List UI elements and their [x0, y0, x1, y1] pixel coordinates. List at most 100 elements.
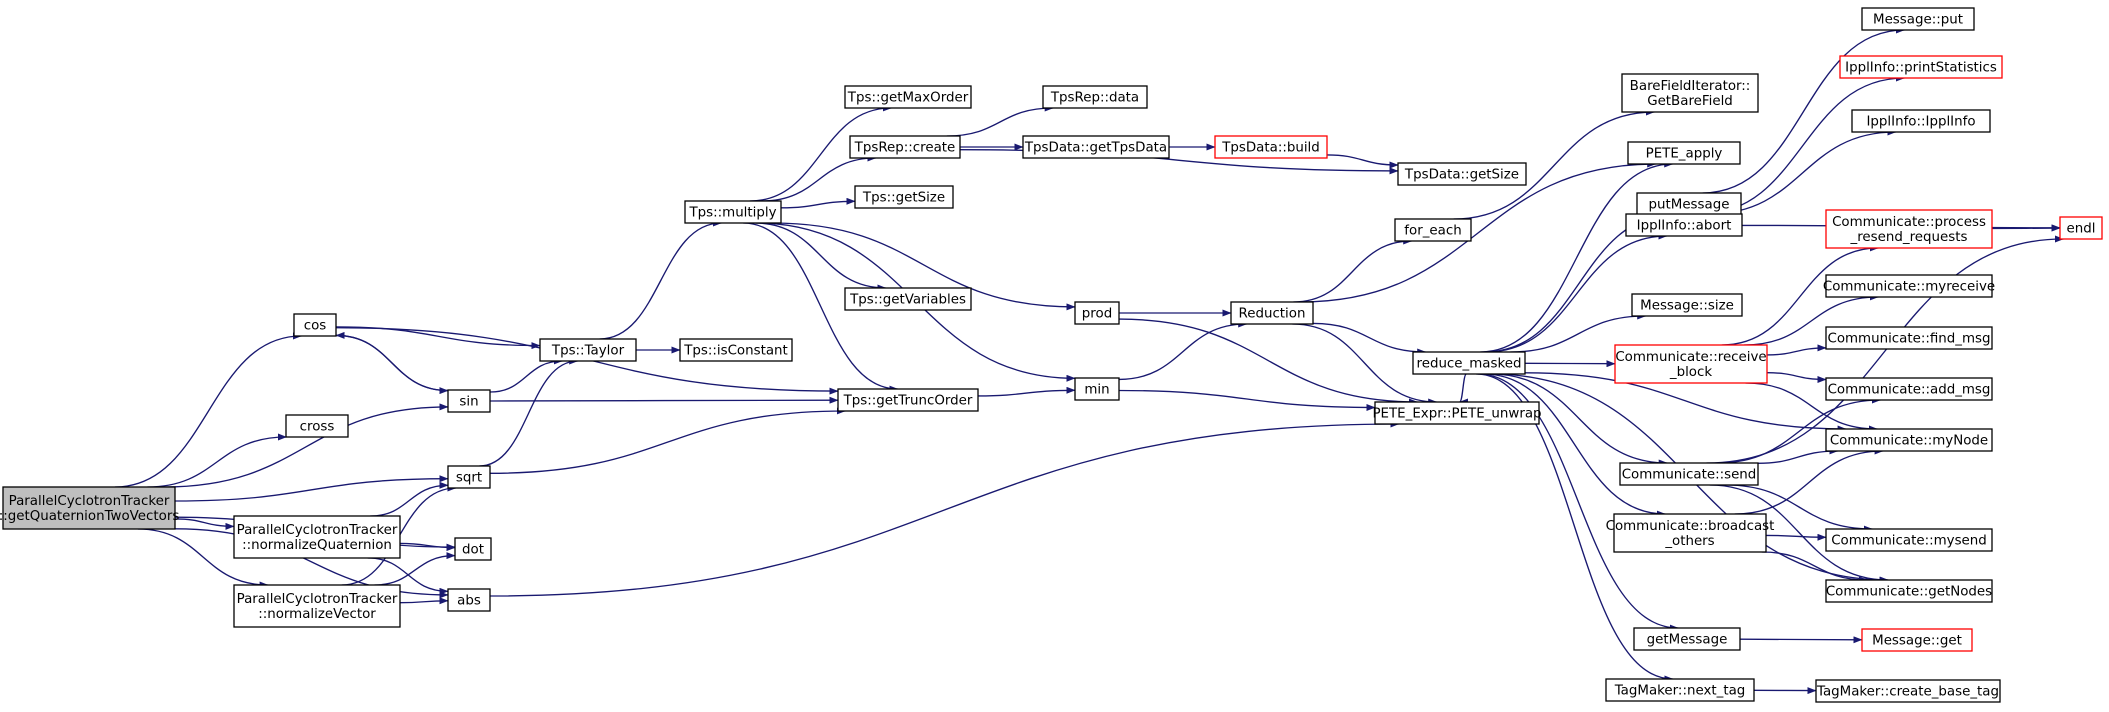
node-multiply[interactable]: Tps::multiply	[684, 200, 782, 224]
node-label-tpsrepCreate: TpsRep::create	[854, 141, 956, 156]
node-foreach[interactable]: for_each	[1394, 218, 1472, 242]
node-box-myNode	[1825, 428, 1993, 452]
node-box-nextTag	[1605, 678, 1755, 702]
node-tpsrepCreate[interactable]: TpsRep::create	[849, 135, 961, 159]
node-label-tpsdataBuild: TpsData::build	[1221, 141, 1320, 156]
node-label-getTruncOrder: Tps::getTruncOrder	[843, 394, 973, 409]
node-box-printStats	[1839, 55, 2003, 79]
node-tpsrepData[interactable]: TpsRep::data	[1042, 85, 1148, 109]
node-box-myreceive	[1825, 274, 1993, 298]
edge-root-to-normV	[137, 528, 269, 589]
node-root[interactable]: ParallelCyclotronTracker::getQuaternionT…	[0, 486, 179, 530]
edge-root-to-cross	[147, 433, 287, 488]
node-ipplAbort[interactable]: IpplInfo::abort	[1625, 213, 1743, 237]
node-min[interactable]: min	[1074, 377, 1120, 401]
node-label-peteUnwrap: PETE_Expr::PETE_unwrap	[1372, 407, 1541, 422]
edge-receiveBlock-to-addMsg	[1766, 372, 1827, 383]
node-send[interactable]: Communicate::send	[1619, 462, 1759, 486]
node-getMaxOrder[interactable]: Tps::getMaxOrder	[844, 85, 972, 109]
node-label-myNode: Communicate::myNode	[1830, 434, 1988, 449]
node-tpsGetSize[interactable]: Tps::getSize	[854, 185, 954, 209]
node-tpsdataGetSize[interactable]: TpsData::getSize	[1397, 162, 1527, 186]
edge-send-to-myNode	[1757, 447, 1839, 464]
edge-multiply-to-prod	[772, 222, 1076, 311]
node-reduceMasked[interactable]: reduce_masked	[1412, 351, 1526, 375]
node-cos[interactable]: cos	[293, 313, 337, 337]
node-peteUnwrap[interactable]: PETE_Expr::PETE_unwrap	[1372, 401, 1542, 425]
node-myNode[interactable]: Communicate::myNode	[1825, 428, 1993, 452]
node-box-sqrt	[447, 465, 491, 489]
node-getTpsData[interactable]: TpsData::getTpsData	[1022, 135, 1170, 159]
edge-taylor-to-multiply	[599, 219, 722, 340]
node-createBaseTag[interactable]: TagMaker::create_base_tag	[1815, 679, 2001, 703]
node-label-ipplAbort: IpplInfo::abort	[1637, 219, 1732, 234]
node-messageSize[interactable]: Message::size	[1631, 293, 1743, 317]
node-abs[interactable]: abs	[447, 588, 491, 612]
node-processResend[interactable]: Communicate::process_resend_requests	[1825, 209, 1993, 249]
edge-root-to-sqrt	[174, 475, 449, 502]
node-broadcast[interactable]: Communicate::broadcast_others	[1606, 513, 1775, 553]
node-sin[interactable]: sin	[447, 389, 491, 413]
node-box-cross	[285, 414, 349, 438]
node-getMessage[interactable]: getMessage	[1633, 627, 1741, 651]
node-label-root-line1: ParallelCyclotronTracker	[9, 494, 170, 509]
node-myreceive[interactable]: Communicate::myreceive	[1823, 274, 1995, 298]
node-normQ[interactable]: ParallelCyclotronTracker::normalizeQuate…	[233, 515, 401, 559]
node-findMsg[interactable]: Communicate::find_msg	[1825, 326, 1993, 350]
node-label-getTpsData: TpsData::getTpsData	[1024, 141, 1167, 156]
node-box-getMessage	[1633, 627, 1741, 651]
edge-normQ-to-dot	[399, 542, 456, 552]
node-label-send: Communicate::send	[1622, 468, 1757, 483]
node-label-reduceMasked: reduce_masked	[1417, 357, 1522, 372]
node-tpsdataBuild[interactable]: TpsData::build	[1214, 135, 1328, 159]
node-isConstant[interactable]: Tps::isConstant	[679, 338, 793, 362]
edge-normV-to-abs	[399, 597, 449, 605]
node-ipplInfo[interactable]: IpplInfo::IpplInfo	[1851, 109, 1991, 133]
node-getNodes[interactable]: Communicate::getNodes	[1825, 579, 1993, 603]
node-label-messageGet: Message::get	[1872, 634, 1962, 649]
node-addMsg[interactable]: Communicate::add_msg	[1825, 377, 1993, 401]
edge-min-to-peteUnwrap	[1118, 389, 1376, 411]
node-label-printStats: IpplInfo::printStatistics	[1845, 61, 1997, 76]
node-bfi[interactable]: BareFieldIterator::GetBareField	[1621, 73, 1759, 113]
node-printStats[interactable]: IpplInfo::printStatistics	[1839, 55, 2003, 79]
edge-send-to-endl	[1706, 235, 2064, 464]
node-label-broadcast-line1: Communicate::broadcast	[1606, 519, 1775, 534]
edge-normV-to-dot	[374, 552, 456, 586]
node-reduction[interactable]: Reduction	[1230, 301, 1314, 325]
node-taylor[interactable]: Tps::Taylor	[539, 338, 637, 362]
node-label-ipplInfo: IpplInfo::IpplInfo	[1866, 115, 1975, 130]
node-label-getMaxOrder: Tps::getMaxOrder	[847, 91, 969, 106]
node-box-cos	[293, 313, 337, 337]
node-label-nextTag: TagMaker::next_tag	[1614, 684, 1746, 699]
node-nextTag[interactable]: TagMaker::next_tag	[1605, 678, 1755, 702]
node-messagePut[interactable]: Message::put	[1861, 7, 1975, 31]
node-box-abs	[447, 588, 491, 612]
node-cross[interactable]: cross	[285, 414, 349, 438]
node-peteApply[interactable]: PETE_apply	[1627, 141, 1741, 165]
node-box-messageGet	[1861, 628, 1973, 652]
node-label-broadcast-line2: _others	[1664, 534, 1714, 549]
edge-root-to-cos	[114, 332, 302, 488]
edge-root-to-normQ	[174, 518, 235, 530]
node-mysend[interactable]: Communicate::mysend	[1825, 528, 1993, 552]
edge-send-to-getNodes	[1709, 484, 1889, 584]
node-normV[interactable]: ParallelCyclotronTracker::normalizeVecto…	[233, 584, 401, 628]
node-receiveBlock[interactable]: Communicate::receive_block	[1614, 344, 1768, 384]
node-putMessage[interactable]: putMessage	[1636, 192, 1742, 216]
edge-getMessage-to-messageGet	[1739, 636, 1863, 644]
node-messageGet[interactable]: Message::get	[1861, 628, 1973, 652]
node-prod[interactable]: prod	[1074, 301, 1120, 325]
node-getTruncOrder[interactable]: Tps::getTruncOrder	[837, 388, 979, 412]
edge-broadcast-to-myNode	[1734, 447, 1884, 515]
node-box-taylor	[539, 338, 637, 362]
node-dot[interactable]: dot	[454, 537, 492, 561]
node-getVariables[interactable]: Tps::getVariables	[844, 287, 972, 311]
node-endl[interactable]: endl	[2059, 216, 2103, 240]
node-box-send	[1619, 462, 1759, 486]
node-box-getNodes	[1825, 579, 1993, 603]
node-label-putMessage: putMessage	[1649, 198, 1730, 213]
node-sqrt[interactable]: sqrt	[447, 465, 491, 489]
edge-reduction-to-peteUnwrap	[1292, 323, 1438, 406]
edge-sqrt-to-getTruncOrder	[489, 407, 846, 474]
